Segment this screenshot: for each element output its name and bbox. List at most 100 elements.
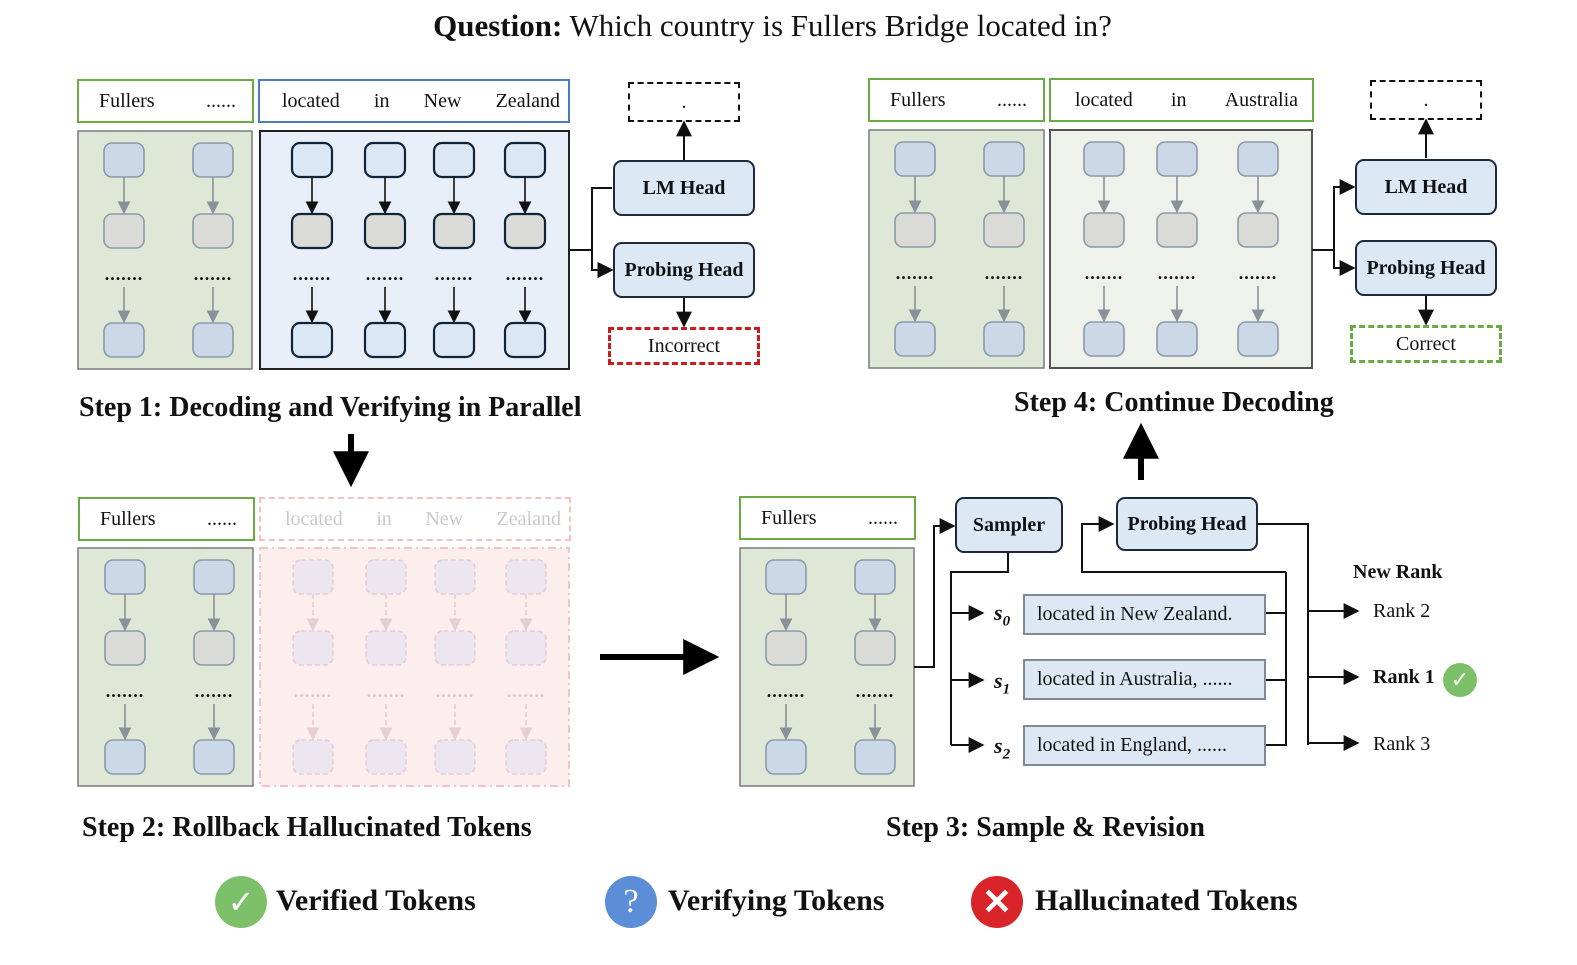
hidden-state-node [894,212,936,248]
probing-head-label: Probing Head [1127,512,1247,535]
verdict-incorrect-text: Incorrect [647,334,721,357]
token-node [1156,141,1198,177]
layer-ellipsis: ....... [366,264,405,284]
sample-candidate-2: located in England, ...... [1023,725,1266,766]
step1-col-prefix-0: ....... [103,142,145,358]
step1-new-tokens: located in New Zealand [258,79,570,123]
token-node [894,321,936,357]
token-node [894,141,936,177]
step2-col-prefix-1: ....... [193,559,235,775]
step4-col-new-1: ....... [1156,141,1198,357]
step3-col-prefix-0: ....... [765,559,807,775]
token-node [103,142,145,178]
layer-ellipsis: ....... [506,264,545,284]
step4-lm-head: LM Head [1355,159,1497,215]
step1-col-new-2: ....... [432,141,476,359]
rank-2-label: Rank 2 [1373,600,1431,622]
legend-verified: Verified Tokens [276,884,476,917]
hidden-state-node [192,213,234,249]
lm-head-label: LM Head [642,176,726,199]
token-node [290,321,334,359]
token-node [363,141,407,179]
step1-next-token: . [628,82,740,122]
layer-ellipsis: ....... [1085,263,1124,283]
new-rank-title: New Rank [1353,561,1443,583]
step2-prefix-tokens: Fullers ...... [78,497,255,541]
legend-hallucinated: Hallucinated Tokens [1035,884,1298,917]
token-in: in [376,507,392,530]
layer-ellipsis: ....... [856,681,895,701]
hidden-state-node [434,630,476,666]
step1-probing-head: Probing Head [613,242,755,298]
lm-head-label: LM Head [1384,175,1468,198]
token-node [365,739,407,775]
step4-new-tokens: located in Australia [1049,78,1314,122]
question-text: Which country is Fullers Bridge located … [569,8,1112,43]
step2-col-prefix-0: ....... [104,559,146,775]
token-node [363,321,407,359]
token-node [103,322,145,358]
token-node [1237,321,1279,357]
step4-col-new-0: ....... [1083,141,1125,357]
layer-ellipsis: ....... [985,263,1024,283]
token-node [505,559,547,595]
hidden-state-node [1083,212,1125,248]
step1-connector [569,187,612,270]
token-node [192,142,234,178]
hidden-state-node [363,212,407,250]
sampler-label: Sampler [972,513,1046,536]
token-node [1237,141,1279,177]
layer-ellipsis: ....... [194,264,233,284]
layer-ellipsis: ....... [294,681,333,701]
token-node [854,559,896,595]
step4-col-prefix-1: ....... [983,141,1025,357]
step4-next-token: . [1370,80,1482,120]
hidden-state-node [103,213,145,249]
token-in: in [1170,88,1187,111]
check-icon: ✓ [1443,663,1477,697]
hidden-state-node [505,630,547,666]
layer-ellipsis: ....... [106,681,145,701]
token-node [854,739,896,775]
step3-col-prefix-1: ....... [854,559,896,775]
step4-col-prefix-0: ....... [894,141,936,357]
token-node [434,739,476,775]
layer-ellipsis: ....... [896,263,935,283]
hidden-state-node [1156,212,1198,248]
step4-probing-head: Probing Head [1355,240,1497,296]
hidden-state-node [503,212,547,250]
question-prefix: Question: [433,8,563,43]
token-new: New [423,89,462,112]
step3-caption: Step 3: Sample & Revision [886,812,1205,843]
token-node [365,559,407,595]
layer-ellipsis: ....... [767,681,806,701]
token-ellipsis: ...... [997,88,1027,111]
token-fullers: Fullers [99,89,155,112]
token-fullers: Fullers [761,506,817,529]
token-node [1083,141,1125,177]
step3-probing-head: Probing Head [1116,497,1258,551]
token-node [292,739,334,775]
step4-col-new-2: ....... [1237,141,1279,357]
token-node [292,559,334,595]
token-new: New [425,507,464,530]
step2-col-rollback-1: ....... [365,559,407,775]
token-node [104,739,146,775]
token-node [983,321,1025,357]
token-located: located [285,507,343,530]
token-node [432,141,476,179]
step1-lm-head: LM Head [613,160,755,216]
token-ellipsis: ...... [206,89,236,112]
hidden-state-node [292,630,334,666]
question-icon: ? [605,876,657,928]
question-title: Question: Which country is Fullers Bridg… [0,8,1545,44]
token-node [1156,321,1198,357]
hidden-state-node [290,212,334,250]
layer-ellipsis: ....... [436,681,475,701]
step2-rollback-tokens: located in New Zealand [259,497,571,541]
sample-candidate-0: located in New Zealand. [1023,594,1266,635]
verdict-correct-text: Correct [1396,332,1456,355]
token-fullers: Fullers [890,88,946,111]
token-in: in [373,89,390,112]
